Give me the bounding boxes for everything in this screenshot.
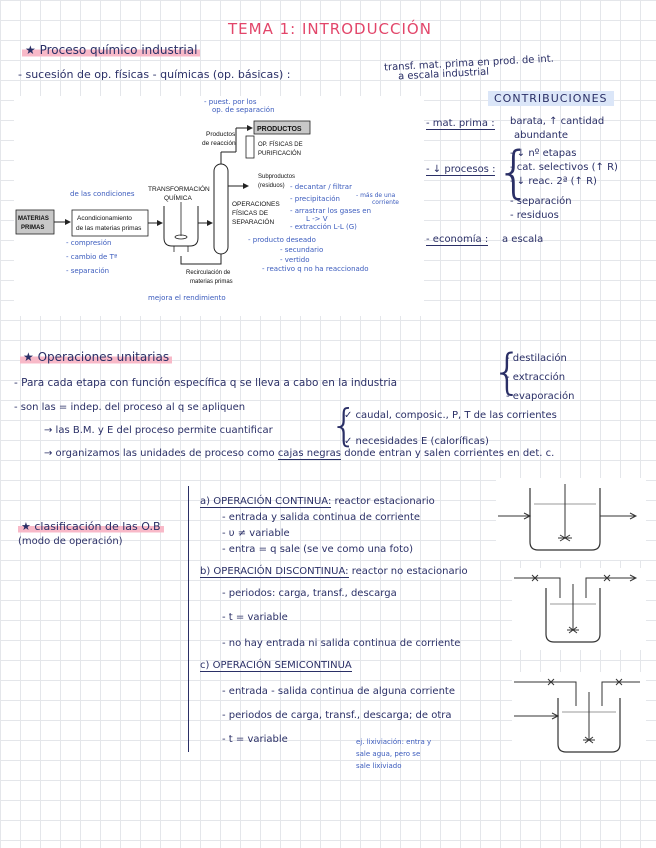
- op-sep-label-3: SEPARACIÓN: [232, 217, 274, 226]
- page-title: TEMA 1: INTRODUCCIÓN: [228, 20, 432, 38]
- op-sep-label-2: FÍSICAS DE: [232, 208, 269, 217]
- section-heading-operaciones: ★ Operaciones unitarias: [20, 350, 173, 364]
- op-continua-heading: a) OPERACIÓN CONTINUA: reactor estaciona…: [200, 496, 435, 508]
- lixiviacion-note-2: sale agua, pero se: [356, 750, 421, 758]
- acond-label-2: de las materias primas: [76, 225, 142, 232]
- subproductos-label-1: Subproductos: [258, 174, 295, 180]
- op-fis-pur-label-1: OP. FÍSICAS DE: [258, 141, 303, 148]
- ou-list-extraccion: - extracción: [506, 372, 566, 383]
- procesos-label: - ↓ procesos :: [426, 164, 496, 176]
- procesos-item-4: - separación: [510, 196, 572, 207]
- lixiviacion-note-1: ej. lixiviación: entra y: [356, 738, 432, 746]
- ou-list-evaporacion: - evaporación: [506, 391, 575, 402]
- note-decantar: - decantar / filtrar: [290, 183, 352, 191]
- ou-line-3: → las B.M. y E del proceso permite cuant…: [44, 425, 273, 436]
- recirculacion-label-2: materias primas: [190, 279, 233, 285]
- op-sep-label-1: OPERACIONES: [232, 201, 280, 208]
- op-semicontinua-1: - entrada - salida continua de alguna co…: [222, 686, 455, 697]
- classification-divider: [188, 486, 189, 752]
- ou-check-1: ✓ caudal, composic., P, T de las corrien…: [344, 410, 557, 421]
- op-discontinua-2: - t = variable: [222, 612, 288, 623]
- note-producto-deseado: - producto deseado: [248, 236, 316, 244]
- procesos-item-3: - ↓ reac. 2ª (↑ R): [510, 176, 597, 187]
- purificacion-box: [245, 135, 255, 159]
- clasificacion-heading-1: ★ clasificación de las O.B: [18, 520, 164, 533]
- continuous-tank-sketch: [496, 478, 646, 560]
- note-corriente: corriente: [372, 199, 400, 206]
- note-compresion: - compresión: [66, 239, 112, 247]
- clasificacion-heading-2: (modo de operación): [18, 536, 123, 547]
- op-discontinua-1: - periodos: carga, transf., descarga: [222, 588, 397, 599]
- transformacion-label-2: QUÍMICA: [164, 193, 192, 202]
- ou-list-destilacion: - destilación: [506, 353, 567, 364]
- op-semicontinua-2: - periodos de carga, transf., descarga; …: [222, 710, 452, 721]
- reactor-vessel: [163, 206, 199, 247]
- procesos-item-1: - ↓ nº etapas: [510, 148, 577, 159]
- procesos-item-2: - cat. selectivos (↑ R): [510, 162, 618, 173]
- procesos-item-5: - residuos: [510, 210, 559, 221]
- ou-line-4-pre: → organizamos las unidades de proceso co…: [44, 448, 275, 459]
- prod-reaccion-label-2: de reacción: [202, 140, 236, 147]
- op-discontinua-heading: b) OPERACIÓN DISCONTINUA: reactor no est…: [200, 566, 468, 578]
- procesos-brace: {: [496, 140, 532, 205]
- separation-column: [213, 163, 229, 255]
- note-op-sep: op. de separación: [212, 106, 275, 114]
- recirculation-line: [180, 254, 222, 265]
- note-puest-por: - puest. por los: [204, 98, 257, 106]
- note-secundario: - secundario: [280, 246, 324, 254]
- section-heading-proceso: ★ Proceso químico industrial: [22, 43, 201, 57]
- batch-tank-sketch: [512, 568, 646, 650]
- note-mas-de-una: - más de una: [356, 192, 396, 199]
- note-precipitacion: - precipitación: [290, 195, 340, 203]
- mat-prima-value-1: barata, ↑ cantidad: [510, 116, 605, 127]
- op-fis-pur-label-2: PURIFICACIÓN: [258, 150, 301, 157]
- acond-label-1: Acondicionamiento: [77, 215, 132, 222]
- contribuciones-heading: CONTRIBUCIONES: [488, 91, 614, 106]
- mat-prima-label: - mat. prima :: [426, 118, 495, 130]
- productos-label: PRODUCTOS: [257, 126, 302, 133]
- materias-label: MATERIAS: [18, 216, 49, 222]
- recirculacion-label-1: Recirculación de: [186, 270, 231, 276]
- ou-check-2: ✓ necesidades E (caloríficas): [344, 436, 489, 447]
- op-continua-2: - υ ≠ variable: [222, 528, 290, 539]
- process-diagram: MATERIAS PRIMAS Acondicionamiento de las…: [14, 96, 424, 316]
- note-cambio-t: - cambio de Tª: [66, 253, 118, 261]
- note-extraccion: - extracción L-L (G): [290, 223, 357, 231]
- economia-value: a escala: [502, 234, 544, 245]
- economia-label: - economía :: [426, 234, 489, 246]
- note-arrastrar: - arrastrar los gases en: [290, 207, 372, 215]
- note-reactivo: - reactivo q no ha reaccionado: [262, 265, 369, 273]
- note-separacion: - separación: [66, 267, 110, 275]
- ou-line-2: - son las = indep. del proceso al q se a…: [14, 402, 246, 413]
- note-l-v: L -> V: [306, 215, 328, 223]
- transformacion-label-1: TRANSFORMACIÓN: [148, 184, 210, 193]
- cajas-negras: cajas negras: [277, 448, 342, 460]
- acondicionamiento-box: [71, 209, 149, 237]
- materias-primas-box: [15, 209, 55, 235]
- note-condiciones: de las condiciones: [70, 190, 135, 198]
- op-discontinua-3: - no hay entrada ni salida continua de c…: [222, 638, 461, 649]
- proceso-definition: - sucesión de op. físicas - químicas (op…: [18, 68, 291, 81]
- op-continua-3: - entra = q sale (se ve como una foto): [222, 544, 414, 555]
- ou-line-1: - Para cada etapa con función específica…: [14, 377, 398, 389]
- ou-line-4: → organizamos las unidades de proceso co…: [44, 448, 555, 460]
- note-mejora-rendimiento: mejora el rendimiento: [148, 294, 226, 302]
- mat-prima-value-2: abundante: [514, 130, 569, 141]
- productos-box: [253, 120, 311, 135]
- lixiviacion-note-3: sale lixiviado: [356, 762, 402, 770]
- primas-label: PRIMAS: [21, 225, 44, 231]
- ou-line-4-post: donde entran y salen corrientes en det. …: [344, 448, 555, 459]
- op-semicontinua-heading: c) OPERACIÓN SEMICONTINUA: [200, 660, 352, 672]
- subproductos-label-2: (residuos): [258, 183, 285, 189]
- semicontinuous-tank-sketch: [512, 672, 646, 760]
- note-vertido: - vertido: [280, 256, 310, 264]
- ou-check-brace: {: [330, 400, 358, 451]
- ou-list-brace: {: [492, 344, 523, 400]
- op-continua-1: - entrada y salida continua de corriente: [222, 512, 421, 523]
- prod-reaccion-label-1: Productos: [206, 131, 236, 138]
- op-semicontinua-3: - t = variable: [222, 734, 288, 745]
